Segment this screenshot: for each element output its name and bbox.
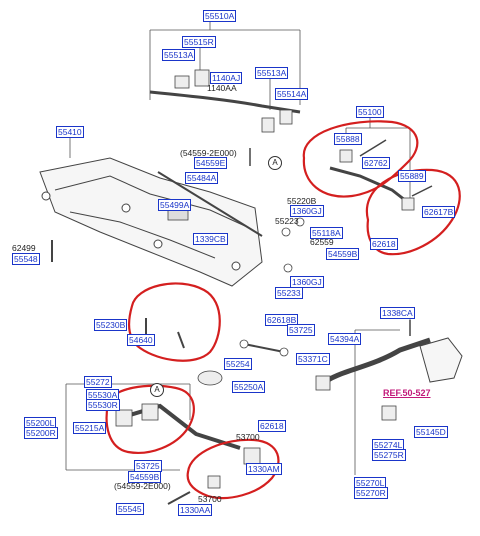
- part-label: 53700: [198, 494, 222, 504]
- callout-circle-upper-arm: [302, 120, 419, 198]
- part-label: 54559B: [326, 248, 360, 260]
- part-label: 55530R: [86, 399, 120, 411]
- part-label: 62618: [370, 238, 398, 250]
- callout-circles: [105, 120, 461, 500]
- part-label: 54394A: [328, 333, 362, 345]
- bushing-shape: [261, 117, 275, 133]
- bushing-shape: [243, 447, 261, 465]
- bolt-shape: [177, 331, 185, 349]
- part-label: 55250A: [232, 381, 266, 393]
- part-label: (54559-2E000): [114, 481, 171, 491]
- callout-circle-lower-arm-outer: [186, 438, 280, 500]
- part-label: 62617B: [422, 206, 456, 218]
- part-label: 55889: [398, 170, 426, 182]
- part-label: 54559E: [194, 157, 228, 169]
- part-label: 55513A: [255, 67, 289, 79]
- bushing-shape: [207, 475, 221, 489]
- part-label: 1140AA: [207, 83, 237, 93]
- bushing-shape: [315, 375, 331, 391]
- part-label: 53371C: [296, 353, 330, 365]
- part-label: 55410: [56, 126, 84, 138]
- part-label: 55215A: [73, 422, 107, 434]
- bracket-shape: [279, 109, 293, 125]
- stabilizer-bar-shape: [149, 90, 301, 114]
- part-label: 55484A: [185, 172, 219, 184]
- bolt-shape: [411, 185, 433, 197]
- trailing-arm-shape: [320, 337, 431, 387]
- nut-shape: [281, 227, 291, 237]
- bracket-shape: [194, 69, 210, 87]
- part-label: 1140AJ: [210, 72, 243, 84]
- part-label: 55270R: [354, 487, 388, 499]
- callout-circle-lower-arm-inner: [105, 384, 195, 454]
- part-label: 62762: [362, 157, 390, 169]
- nut-shape: [295, 217, 305, 227]
- part-label: 55223: [275, 216, 299, 226]
- bushing-shape: [381, 405, 397, 421]
- knuckle-shape: [419, 337, 463, 383]
- part-label: 62618B: [265, 314, 299, 326]
- part-label: 55233: [275, 287, 303, 299]
- part-label: 62618: [258, 420, 286, 432]
- part-label: 62559: [310, 237, 334, 247]
- part-label: 55145D: [414, 426, 448, 438]
- part-label: 1330AA: [178, 504, 213, 516]
- connection-point-a: A: [150, 383, 164, 397]
- bushing-shape: [115, 409, 133, 427]
- nut-shape: [283, 263, 293, 273]
- part-label: 55513A: [162, 49, 196, 61]
- part-label: 54559B: [128, 471, 162, 483]
- part-label: 55220B: [287, 196, 317, 206]
- part-label: 1360GJ: [290, 276, 324, 288]
- bushing-shape: [141, 403, 159, 421]
- part-label: 55275R: [372, 449, 406, 461]
- callout-circle-upper-arm-outer: [365, 168, 461, 256]
- part-label: 55545: [116, 503, 144, 515]
- ball-joint-shape: [239, 339, 249, 349]
- long-bolt-shape: [157, 171, 263, 237]
- part-label: 55888: [334, 133, 362, 145]
- part-label: 55510A: [203, 10, 237, 22]
- part-label: 55514A: [275, 88, 309, 100]
- upper-arm-shape: [329, 166, 411, 206]
- part-label: 1330AM: [246, 463, 282, 475]
- bushing-shape: [174, 75, 190, 89]
- link-shape: [243, 343, 285, 353]
- reference-link[interactable]: REF.50-527: [383, 388, 431, 398]
- bolt-shape: [167, 491, 191, 505]
- crossmember-shape: [39, 157, 263, 287]
- part-label: (54559-2E000): [180, 148, 237, 158]
- part-label: 55254: [224, 358, 252, 370]
- bushing-shape: [339, 149, 353, 163]
- ball-joint-shape: [279, 347, 289, 357]
- part-label: 53700: [236, 432, 260, 442]
- part-label: 1360GJ: [290, 205, 324, 217]
- part-label: 1338CA: [380, 307, 415, 319]
- connection-point-a: A: [268, 156, 282, 170]
- part-label: 62499: [12, 243, 36, 253]
- callout-circle-bolts: [127, 282, 221, 362]
- part-label: 55118A: [310, 227, 343, 239]
- bolt-shape: [359, 139, 387, 157]
- part-label: 55515R: [182, 36, 216, 48]
- part-label: 1339CB: [193, 233, 228, 245]
- part-label: 55100: [356, 106, 384, 118]
- spring-seat-shape: [197, 370, 223, 386]
- lower-arm-shape: [119, 403, 241, 450]
- part-label: 54640: [127, 334, 155, 346]
- part-label: 55548: [12, 253, 40, 265]
- part-label: 55230B: [94, 319, 128, 331]
- part-label: 55272: [84, 376, 112, 388]
- part-label: 55499A: [158, 199, 192, 211]
- part-label: 55200R: [24, 427, 58, 439]
- part-label: 53725: [287, 324, 315, 336]
- bushing-shape: [401, 197, 415, 211]
